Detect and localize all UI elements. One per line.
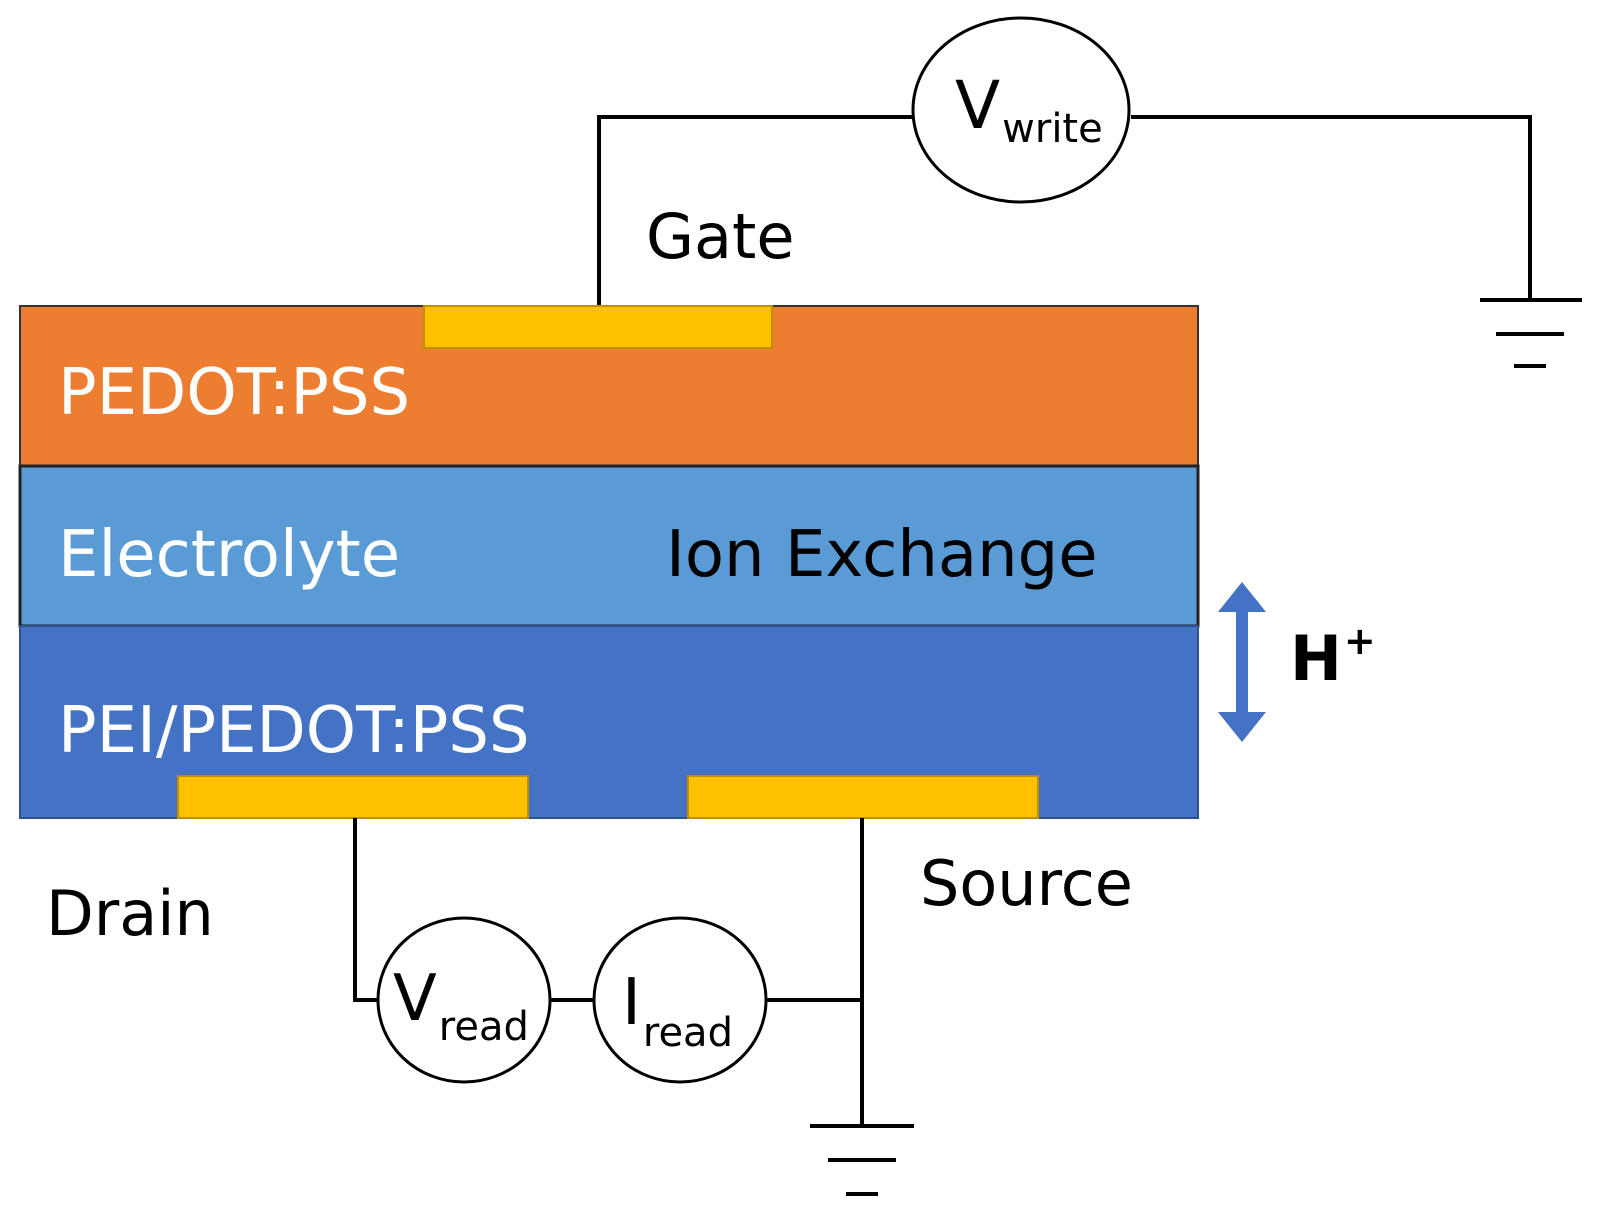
ion-symbol: H (1290, 622, 1342, 695)
iread-symbol: I (622, 966, 641, 1040)
svg-text:Vread: Vread (393, 962, 529, 1050)
source-contact (687, 775, 1039, 819)
middle-layer (18, 464, 1200, 628)
iread-circle (592, 916, 768, 1084)
vread-symbol: V (393, 962, 437, 1036)
ion-flow-arrow (1218, 582, 1266, 742)
layer-stack (18, 305, 1200, 819)
read-voltage-source: Vread (376, 916, 552, 1084)
write-ground-wire (1131, 115, 1532, 300)
svg-text:Iread: Iread (622, 966, 733, 1056)
arrow-head-down (1218, 712, 1266, 742)
vread-subscript: read (439, 1004, 529, 1050)
drain-label: Drain (46, 877, 214, 950)
write-source-symbol: V (955, 67, 1000, 144)
gate-contact (423, 305, 773, 349)
gate-circuit (597, 115, 1582, 368)
middle-layer-label: Electrolyte (58, 518, 400, 592)
ion-charge: + (1344, 619, 1376, 663)
vread-circle (376, 916, 552, 1084)
bottom-layer-label: PEI/PEDOT:PSS (58, 694, 530, 768)
read-circuit (353, 818, 914, 1196)
gate-label: Gate (646, 200, 795, 273)
write-source-subscript: write (1002, 106, 1103, 152)
drain-contact (177, 775, 529, 819)
source-label: Source (920, 847, 1133, 920)
iread-subscript: read (643, 1010, 733, 1056)
drain-wire (353, 818, 380, 1002)
write-source-circle (911, 16, 1131, 204)
arrow-head-up (1218, 582, 1266, 612)
top-layer-label: PEDOT:PSS (58, 356, 410, 430)
gate-wire (597, 115, 912, 306)
ion-label: H+ (1290, 619, 1376, 695)
read-current-meter: Iread (592, 916, 768, 1084)
write-voltage-source: Vwrite (911, 16, 1131, 204)
svg-text:Vwrite: Vwrite (955, 67, 1103, 152)
ion-exchange-label: Ion Exchange (666, 518, 1098, 592)
